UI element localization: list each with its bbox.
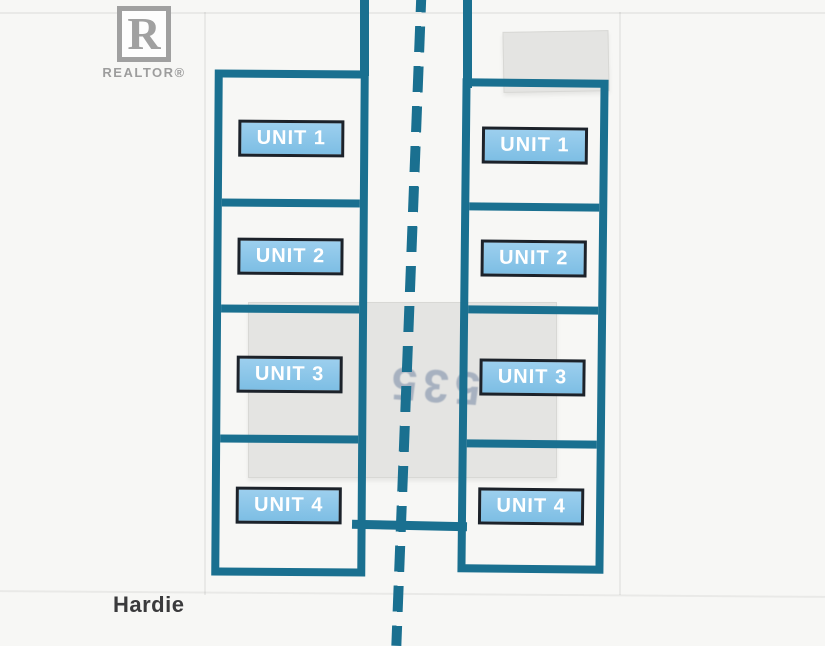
realtor-wordmark: REALTOR® xyxy=(102,65,186,80)
street-name-label: Hardie xyxy=(113,592,185,617)
realtor-r-letter: R xyxy=(127,8,161,59)
realtor-logo-icon: R xyxy=(117,6,171,62)
unit-label: UNIT 2 xyxy=(237,237,344,275)
lot-right: UNIT 1 UNIT 2 UNIT 3 UNIT 4 xyxy=(457,78,609,574)
lot-right-unit-1: UNIT 1 xyxy=(469,86,600,203)
unit-label: UNIT 4 xyxy=(235,486,342,525)
lot-left-unit-2: UNIT 2 xyxy=(221,198,360,306)
lot-right-unit-2: UNIT 2 xyxy=(468,202,600,307)
lot-right-unit-4: UNIT 4 xyxy=(465,439,597,566)
lot-left: UNIT 1 UNIT 2 UNIT 3 UNIT 4 xyxy=(211,69,369,577)
parcel-line-top xyxy=(0,12,825,14)
unit-label: UNIT 4 xyxy=(477,487,585,526)
unit-label: UNIT 2 xyxy=(480,239,587,278)
lot-connector-line xyxy=(351,519,468,532)
lot-right-unit-3: UNIT 3 xyxy=(466,305,599,441)
lot-left-unit-3: UNIT 3 xyxy=(220,304,360,436)
parcel-line-right xyxy=(619,12,621,595)
lot-left-unit-4: UNIT 4 xyxy=(219,434,359,569)
lot-left-unit-1: UNIT 1 xyxy=(222,78,361,200)
unit-label: UNIT 3 xyxy=(236,355,343,393)
unit-label: UNIT 1 xyxy=(238,119,345,158)
unit-label: UNIT 1 xyxy=(481,125,589,165)
boundary-extension-left xyxy=(360,0,369,76)
boundary-extension-right xyxy=(463,0,472,88)
realtor-logo: R REALTOR® xyxy=(98,6,190,80)
parcel-line-left xyxy=(204,12,206,595)
unit-label: UNIT 3 xyxy=(479,357,586,397)
